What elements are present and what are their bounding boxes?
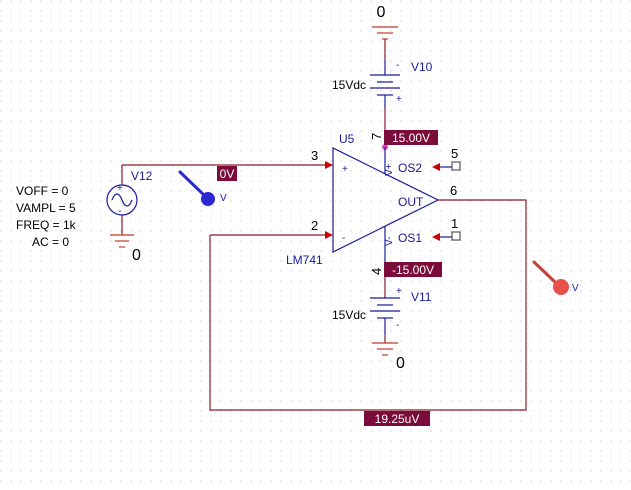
vminus-voltage-marker[interactable]: -15.00V bbox=[384, 262, 442, 277]
os1-pin[interactable]: 1 bbox=[432, 216, 461, 241]
bottom-ground-symbol[interactable]: 0 bbox=[372, 335, 405, 372]
top-ground-node-label: 0 bbox=[377, 4, 386, 21]
out-pin-label: OUT bbox=[398, 195, 424, 209]
pin-1-label: 1 bbox=[451, 216, 458, 231]
v10-name: V10 bbox=[411, 60, 433, 74]
v10-plus-sign: + bbox=[396, 94, 402, 105]
pin-5-label: 5 bbox=[451, 146, 458, 161]
v11-minus-sign: - bbox=[396, 320, 399, 331]
vminus-voltage-value: -15.00V bbox=[392, 263, 434, 277]
v11-value: 15Vdc bbox=[332, 308, 366, 322]
vplus-voltage-value: 15.00V bbox=[392, 131, 430, 145]
os1-pin-label: OS1 bbox=[398, 231, 422, 245]
v12-param-ac: AC = 0 bbox=[32, 235, 69, 249]
input-voltage-value: 0V bbox=[220, 167, 235, 181]
vminus-pin-label: V- bbox=[384, 237, 395, 246]
noninv-input-pin[interactable]: 3 bbox=[122, 148, 333, 169]
v12-parameters: VOFF = 0 VAMPL = 5 FREQ = 1k AC = 0 bbox=[16, 184, 77, 249]
v10-value: 15Vdc bbox=[332, 78, 366, 92]
pin-7-label: 7 bbox=[369, 133, 384, 140]
pin-6-label: 6 bbox=[450, 183, 457, 198]
source-ground-symbol[interactable]: 0 bbox=[110, 234, 141, 264]
pin-4-label: 4 bbox=[369, 268, 384, 275]
input-voltage-marker[interactable]: 0V bbox=[217, 166, 237, 181]
v12-param-vampl: VAMPL = 5 bbox=[16, 201, 76, 215]
v12-param-freq: FREQ = 1k bbox=[16, 218, 77, 232]
opamp-model: LM741 bbox=[286, 253, 323, 267]
feedback-loop-wire[interactable]: 2 6 bbox=[209, 183, 527, 411]
v12-sine-source[interactable]: + - V12 bbox=[106, 165, 153, 235]
v10-dc-source[interactable]: - + V10 15Vdc bbox=[332, 60, 433, 108]
v11-dc-source[interactable]: + - V11 15Vdc bbox=[332, 286, 432, 335]
vplus-pin-label: V+ bbox=[384, 163, 395, 176]
os2-pin[interactable]: 5 bbox=[432, 146, 461, 171]
bottom-ground-node-label: 0 bbox=[396, 355, 405, 372]
source-ground-node-label: 0 bbox=[132, 247, 141, 264]
inv-input-sign: - bbox=[342, 233, 345, 244]
top-ground-symbol[interactable]: 0 bbox=[372, 4, 398, 60]
v12-plus-sign: + bbox=[117, 183, 123, 194]
v11-plus-sign: + bbox=[396, 286, 402, 297]
v12-name: V12 bbox=[131, 169, 153, 183]
loop-voltage-marker[interactable]: 19.25uV bbox=[364, 411, 430, 426]
opamp-ref: U5 bbox=[339, 132, 355, 146]
opamp-u5[interactable]: U5 LM741 + - V+ V- OUT OS2 OS1 bbox=[286, 132, 440, 267]
os2-pin-label: OS2 bbox=[398, 161, 422, 175]
pin-2-label: 2 bbox=[311, 218, 318, 233]
output-probe-label: V bbox=[572, 283, 579, 294]
v12-param-voff: VOFF = 0 bbox=[16, 184, 69, 198]
input-voltage-probe[interactable]: V bbox=[178, 170, 227, 206]
vplus-voltage-marker[interactable]: 15.00V bbox=[384, 130, 438, 145]
v10-minus-sign: - bbox=[396, 60, 399, 71]
output-voltage-probe[interactable]: V bbox=[532, 260, 579, 295]
noninv-input-sign: + bbox=[342, 164, 348, 175]
input-probe-label: V bbox=[220, 193, 227, 204]
v12-minus-sign: - bbox=[118, 206, 121, 217]
pin-3-label: 3 bbox=[311, 148, 318, 163]
loop-voltage-value: 19.25uV bbox=[375, 412, 420, 426]
v11-name: V11 bbox=[411, 290, 432, 304]
